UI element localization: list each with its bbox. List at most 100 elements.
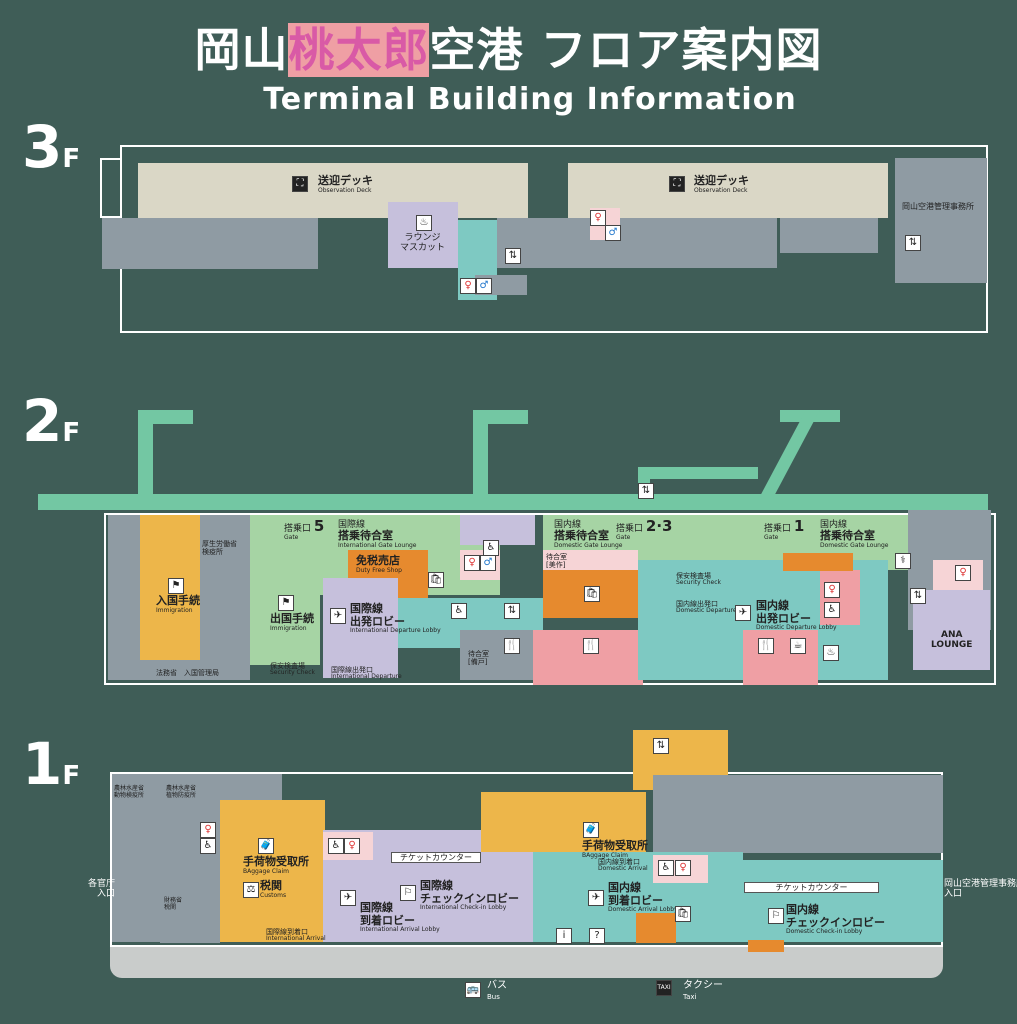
floor-label-3f: 3F (22, 113, 81, 181)
wheelchair-icon: ♿ (200, 838, 216, 854)
elevator-icon: ⇅ (504, 603, 520, 619)
wheelchair-icon: ♿ (824, 602, 840, 618)
waiting-room-bichu[interactable] (460, 630, 540, 680)
help-icon: ? (589, 928, 605, 944)
plant-protection-label: 農林水産省植物防疫所 (166, 785, 197, 799)
1f-east-office-block (653, 775, 943, 853)
baggage-icon: 🧳 (583, 822, 599, 838)
shop-icon: 🛍 (428, 572, 444, 588)
departure-icon: ✈ (735, 605, 751, 621)
immigration-icon: ⚑ (278, 595, 294, 611)
quarantine-label: 厚生労働省検疫所 (202, 540, 237, 557)
3f-center-block (497, 218, 777, 268)
floor-1f-outline (110, 772, 943, 947)
floor-label-1f: 1F (22, 730, 81, 798)
2f-restaurant-east[interactable] (743, 630, 818, 685)
restroom-female-icon: ♀ (464, 555, 480, 571)
domestic-check-in-lobby[interactable] (743, 860, 943, 942)
boarding-bridge-23 (473, 410, 488, 500)
lounge-label: ラウンジマスカット (400, 233, 446, 254)
waiting-room-bichu-label: 待合室[備戸] (468, 650, 489, 667)
ministry-of-finance-office (160, 848, 220, 943)
check-in-icon: ⚐ (768, 908, 784, 924)
wheelchair-icon: ♿ (483, 540, 499, 556)
ministry-of-finance-label: 財務省税関 (164, 897, 183, 911)
restroom-female-icon: ♀ (590, 210, 606, 226)
3f-admin-block (895, 158, 987, 283)
restroom-female-icon: ♀ (460, 278, 476, 294)
international-baggage-claim[interactable] (220, 800, 325, 942)
map-subtitle: Terminal Building Information (263, 82, 797, 117)
wheelchair-icon: ♿ (328, 838, 344, 854)
shop-icon: 🛍 (675, 906, 691, 922)
quarantine-office (203, 515, 248, 565)
admin-office-label: 岡山空港管理事務所 (902, 202, 974, 211)
check-in-icon: ⚐ (400, 885, 416, 901)
government-entrance-label: 各官庁入口 (88, 879, 116, 899)
observation-deck-west (138, 163, 528, 218)
observation-deck-icon: ⛶ (292, 176, 308, 192)
lounge-icon: ♨ (823, 645, 839, 661)
restaurant-icon: 🍴 (583, 638, 599, 654)
boarding-bridge-5-arm (138, 410, 193, 424)
3f-roof-east (780, 218, 878, 253)
animal-quarantine-label: 農林水産省動物検疫所 (114, 785, 145, 799)
1f-shop-orange[interactable] (636, 913, 676, 943)
curbside-road (110, 945, 943, 978)
lounge-muscat[interactable] (388, 202, 458, 268)
boarding-bridge-east (758, 410, 820, 500)
elevator-icon: ⇅ (910, 588, 926, 604)
wheelchair-icon: ♿ (451, 603, 467, 619)
restroom-female-icon: ♀ (824, 582, 840, 598)
boarding-bridge-1-arm (638, 467, 758, 479)
restroom-female-icon: ♀ (200, 822, 216, 838)
restroom-female-icon: ♀ (955, 565, 971, 581)
ticket-counter-intl: チケットカウンター (391, 852, 481, 863)
floor-label-2f: 2F (22, 387, 81, 455)
restaurant-icon: 🍴 (504, 638, 520, 654)
admin-office-entrance-label: 岡山空港管理事務所入口 (944, 879, 1017, 899)
arrival-icon: ✈ (340, 890, 356, 906)
domestic-baggage-claim[interactable] (481, 792, 646, 852)
restroom-female-icon: ♀ (675, 860, 691, 876)
map-title: 岡山桃太郎空港 フロア案内図 (194, 23, 823, 77)
2f-kiosk-east[interactable] (783, 553, 853, 571)
shop-icon: 🛍 (584, 586, 600, 602)
elevator-icon: ⇅ (505, 248, 521, 264)
waiting-room-bizen[interactable] (543, 550, 638, 570)
restroom-male-icon: ♂ (476, 278, 492, 294)
elevator-icon: ⇅ (653, 738, 669, 754)
bus-icon: 🚌 (465, 982, 481, 998)
1f-shop-orange-east[interactable] (748, 940, 784, 952)
floor-3f-notch (100, 158, 122, 218)
boarding-bridge-5 (138, 410, 153, 500)
restroom-female-icon: ♀ (344, 838, 360, 854)
taxi-icon: TAXI (656, 980, 672, 996)
baggage-icon: 🧳 (258, 838, 274, 854)
departure-icon: ✈ (330, 608, 346, 624)
international-departure-lobby[interactable] (323, 578, 398, 678)
